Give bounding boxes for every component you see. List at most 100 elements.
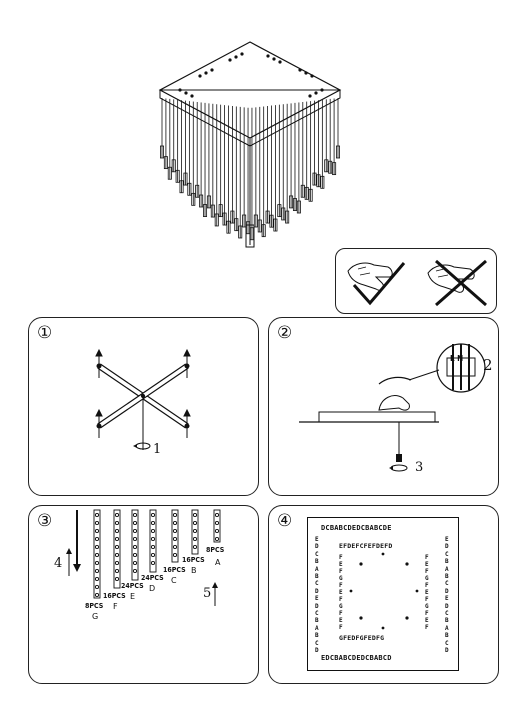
crystal-prism bbox=[332, 162, 337, 176]
crystal-prism bbox=[304, 186, 309, 200]
crystal-bead bbox=[150, 512, 156, 518]
strand-count-b: 16PCS bbox=[182, 556, 205, 564]
crystal-prism bbox=[183, 172, 188, 186]
crystal-bead bbox=[94, 512, 100, 518]
crystal-bead bbox=[114, 544, 120, 550]
crystal-bead bbox=[94, 552, 100, 558]
glove-warning-drawing bbox=[347, 259, 487, 307]
crystal-prism bbox=[238, 225, 243, 239]
left-letter-column: EDCBABCDEDCBABCD bbox=[315, 536, 319, 655]
step-1-rotation-number: 1 bbox=[153, 442, 162, 457]
crystal-prism bbox=[277, 204, 282, 218]
glove-warning-box bbox=[335, 248, 497, 314]
crystal-bead bbox=[214, 528, 220, 534]
crystal-bead bbox=[172, 544, 178, 550]
crystal-prism bbox=[335, 145, 340, 159]
strand-drawing bbox=[66, 509, 221, 606]
crystal-bead bbox=[192, 544, 198, 550]
crystal-bead bbox=[114, 552, 120, 558]
crystal-bead bbox=[150, 520, 156, 526]
crystal-prism bbox=[203, 204, 208, 217]
crystal-prism bbox=[230, 210, 235, 224]
strand-labels: 8PCS G 16PCS F 24PCS E 24PCS D 16PCS C 1… bbox=[29, 506, 258, 683]
crystal-prism bbox=[265, 210, 270, 224]
chandelier-illustration bbox=[150, 30, 350, 255]
step-3-rotation-number: 3 bbox=[415, 460, 424, 475]
chandelier-drawing bbox=[158, 41, 342, 248]
crystal-bead bbox=[114, 528, 120, 534]
crystal-prism bbox=[234, 218, 239, 232]
crystal-prism bbox=[163, 156, 168, 170]
wiring-drawing bbox=[299, 343, 486, 472]
crystal-bead bbox=[172, 520, 178, 526]
strand-letter-a: A bbox=[215, 558, 221, 567]
crystal-prism bbox=[257, 219, 262, 233]
crystal-bead bbox=[94, 576, 100, 582]
top-letter-row: DCBABCDEDCBABCDE bbox=[321, 524, 392, 532]
step-panel-4: ④ DCBABCDEDCBABCDE EFDEFCFEFDEFD GFEDFGF… bbox=[268, 505, 499, 684]
crystal-bead bbox=[114, 560, 120, 566]
crystal-strand bbox=[171, 509, 179, 563]
strand-letter-f: F bbox=[113, 602, 118, 611]
crystal-bead bbox=[94, 584, 100, 590]
crystal-prism bbox=[261, 224, 266, 238]
inner-bottom-letter-row: GFEDFGFEDFG bbox=[339, 634, 385, 642]
inner-top-letter-row: EFDEFCFEFDEFD bbox=[339, 542, 393, 550]
crystal-prism bbox=[179, 180, 184, 194]
crystal-bead bbox=[192, 520, 198, 526]
strand-count-a: 8PCS bbox=[206, 546, 225, 554]
crystal-prism bbox=[320, 175, 325, 189]
crystal-bead bbox=[132, 536, 138, 542]
strand-count-g: 8PCS bbox=[85, 602, 104, 610]
crystal-strand bbox=[113, 509, 121, 589]
crystal-prism bbox=[292, 198, 297, 211]
inner-right-letter-column: FEFGFEFGFEF bbox=[425, 554, 429, 631]
crystal-bead bbox=[192, 536, 198, 542]
crystal-bead bbox=[94, 568, 100, 574]
step-number-4: ④ bbox=[277, 511, 293, 531]
strand-letter-b: B bbox=[191, 566, 197, 575]
strand-count-f: 16PCS bbox=[103, 592, 126, 600]
step-number-1: ① bbox=[37, 323, 53, 343]
crystal-prism bbox=[242, 214, 247, 228]
crystal-bead bbox=[114, 536, 120, 542]
crystal-prism bbox=[316, 174, 321, 188]
step-panel-2: ② L N 2 3 bbox=[268, 317, 499, 496]
crystal-strand bbox=[131, 509, 139, 581]
crystal-bead bbox=[192, 512, 198, 518]
crystal-bead bbox=[132, 560, 138, 566]
crystal-bead bbox=[150, 536, 156, 542]
crystal-prism bbox=[269, 214, 274, 228]
crystal-bead bbox=[94, 560, 100, 566]
step-number-3: ③ bbox=[37, 511, 53, 531]
step-panel-1: ① 1 bbox=[28, 317, 259, 496]
strand-count-d: 24PCS bbox=[141, 574, 164, 582]
crystal-bead bbox=[114, 512, 120, 518]
right-letter-column: EDCBABCDEDCBABCD bbox=[445, 536, 449, 655]
strand-count-c: 16PCS bbox=[163, 566, 186, 574]
crystal-bead bbox=[150, 544, 156, 550]
crystal-bead bbox=[150, 560, 156, 566]
crystal-prism bbox=[218, 204, 223, 218]
arrow-left-number: 4 bbox=[54, 556, 63, 571]
crystal-bead bbox=[214, 512, 220, 518]
strand-letter-d: D bbox=[149, 584, 156, 593]
crystal-prism bbox=[206, 195, 211, 209]
crystal-bead bbox=[94, 520, 100, 526]
crystal-bead bbox=[132, 512, 138, 518]
layout-frame bbox=[307, 517, 459, 671]
crystal-bead bbox=[132, 552, 138, 558]
crystal-strand bbox=[213, 509, 221, 543]
crystal-bead bbox=[172, 512, 178, 518]
strand-letter-g: G bbox=[92, 612, 99, 621]
crystal-prism bbox=[191, 192, 196, 206]
crystal-prism bbox=[199, 194, 204, 208]
cross-bar-drawing bbox=[95, 348, 191, 450]
crystal-prism bbox=[296, 200, 301, 214]
crystal-prism bbox=[281, 207, 286, 221]
crystal-bead bbox=[214, 520, 220, 526]
crystal-bead bbox=[94, 536, 100, 542]
crystal-prism bbox=[324, 159, 329, 173]
crystal-prism bbox=[187, 182, 192, 196]
wiring-callout-number: 2 bbox=[483, 356, 493, 374]
